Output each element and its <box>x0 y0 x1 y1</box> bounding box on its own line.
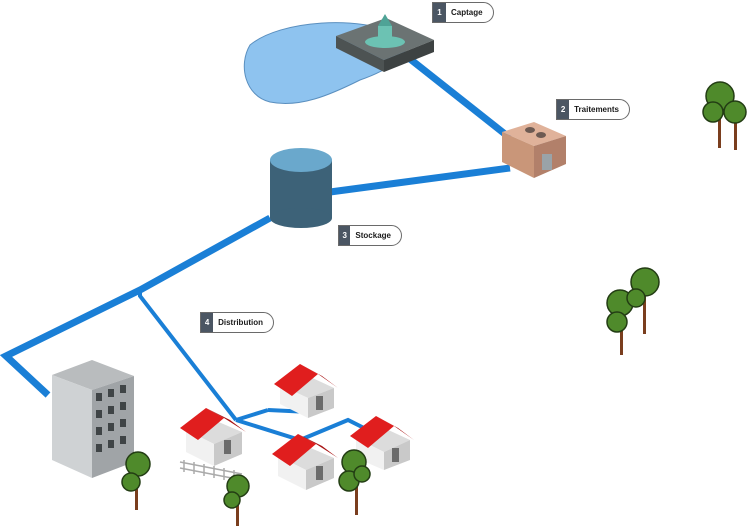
label-traitements-number: 2 <box>557 100 570 119</box>
label-traitements: 2 Traitements <box>556 99 630 120</box>
house-3 <box>272 434 338 490</box>
label-stockage-number: 3 <box>339 226 351 245</box>
main-pipes <box>0 52 513 398</box>
storage-tank <box>270 148 332 228</box>
label-captage-text: Captage <box>451 8 483 17</box>
fence <box>179 460 243 482</box>
tree-near-fence <box>223 474 250 526</box>
label-traitements-text: Traitements <box>574 105 619 114</box>
label-captage: 1 Captage <box>432 2 494 23</box>
tree-near-building <box>121 451 151 510</box>
captage-platform <box>336 14 434 72</box>
house-1 <box>180 408 246 466</box>
label-stockage: 3 Stockage <box>338 225 402 246</box>
tree-top-right <box>702 81 747 150</box>
treatment-building <box>502 122 566 178</box>
house-2 <box>274 364 338 418</box>
tree-middle-right <box>606 267 660 355</box>
label-distribution-number: 4 <box>201 313 214 332</box>
office-building <box>52 360 134 478</box>
label-stockage-text: Stockage <box>355 231 391 240</box>
house-4 <box>350 416 414 470</box>
label-distribution-text: Distribution <box>218 318 263 327</box>
label-captage-number: 1 <box>433 3 446 22</box>
tree-center <box>338 449 371 515</box>
label-distribution: 4 Distribution <box>200 312 274 333</box>
